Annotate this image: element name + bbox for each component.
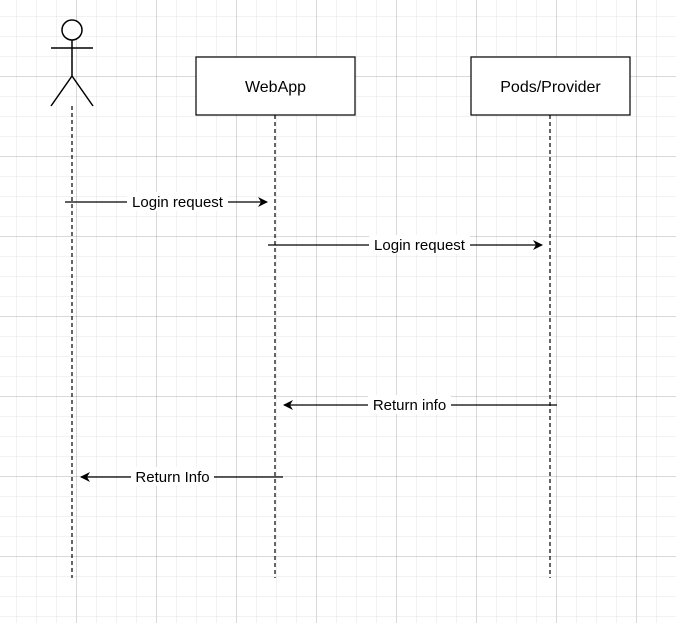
participant-pods-provider[interactable]: Pods/Provider [470, 56, 631, 578]
participant-webapp[interactable]: WebApp [195, 56, 356, 578]
participant-label-webapp: WebApp [245, 79, 306, 96]
message-label-bg [127, 192, 228, 211]
message-return-info-2[interactable]: Return Info [80, 467, 283, 486]
message-label: Return Info [135, 469, 209, 486]
message-return-info-1[interactable]: Return info [283, 395, 557, 414]
message-label: Return info [373, 397, 446, 414]
message-label: Login request [374, 237, 466, 254]
stick-figure-icon [50, 19, 94, 107]
message-label-bg [131, 467, 214, 486]
actor-user [50, 19, 94, 578]
message-label-bg [368, 395, 451, 414]
message-login-request-2[interactable]: Login request [268, 235, 543, 254]
message-login-request-1[interactable]: Login request [65, 192, 268, 211]
participant-box-webapp[interactable] [195, 56, 356, 116]
message-label-bg [369, 235, 470, 254]
participant-label-pods-provider: Pods/Provider [500, 79, 601, 96]
message-label: Login request [132, 194, 224, 211]
participant-box-pods-provider[interactable] [470, 56, 631, 116]
